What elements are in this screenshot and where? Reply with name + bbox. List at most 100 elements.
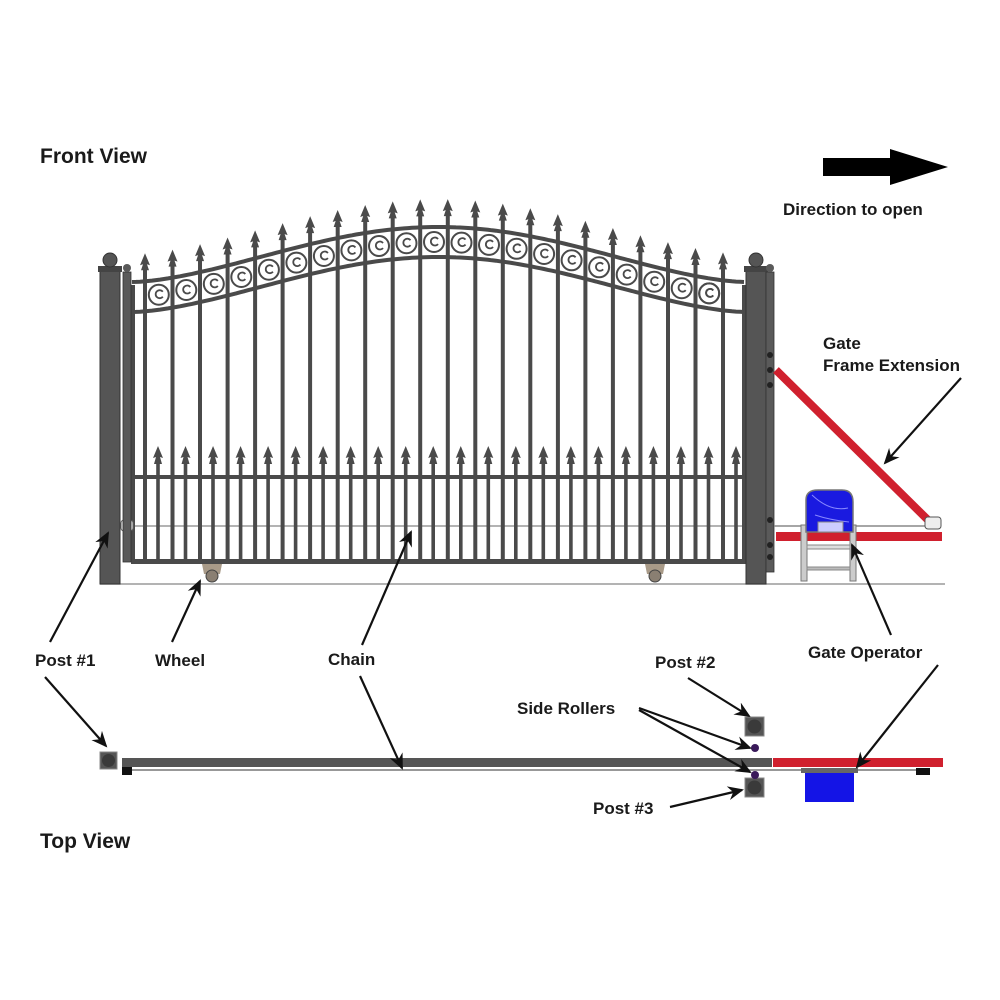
scroll-curl	[237, 271, 247, 282]
scroll-ornament	[395, 232, 418, 255]
scroll-curl	[429, 236, 439, 247]
picket-finial	[360, 205, 371, 223]
short-picket-finial	[290, 446, 301, 464]
short-picket	[156, 458, 160, 560]
frame-extension-arrow	[883, 377, 962, 465]
scroll-curl	[705, 288, 714, 298]
short-picket-finial	[620, 446, 631, 464]
gate-left-stile	[131, 285, 135, 564]
short-picket	[238, 458, 243, 560]
side-roller-upper	[751, 744, 759, 752]
short-picket	[266, 458, 270, 560]
picket-finial	[662, 242, 673, 260]
scroll-ornament	[230, 266, 253, 288]
side-rollers-label: Side Rollers	[517, 699, 615, 718]
short-picket-finial	[510, 446, 521, 464]
scroll-curl	[484, 239, 494, 250]
gate-operator-top	[805, 773, 854, 802]
post-2-label: Post #2	[655, 653, 715, 672]
tall-picket	[721, 266, 725, 560]
picket-finial	[580, 220, 591, 238]
short-picket-finial	[675, 446, 686, 464]
scroll-curl	[319, 250, 329, 261]
picket-finial	[195, 244, 206, 262]
gate-operator-label: Gate Operator	[808, 643, 923, 662]
tall-picket	[500, 217, 505, 560]
short-picket	[376, 458, 380, 560]
short-picket-finial	[565, 446, 576, 464]
post-1-front-arrow	[49, 531, 109, 643]
short-picket-finial	[455, 446, 466, 464]
post-1-top-arrow	[44, 676, 108, 748]
wheel	[648, 569, 662, 583]
short-picket	[679, 458, 683, 560]
short-picket	[706, 458, 711, 560]
short-picket	[486, 458, 491, 560]
short-picket	[541, 458, 546, 560]
chain-label: Chain	[328, 650, 375, 669]
scroll-curl	[540, 248, 549, 259]
scroll-ornament	[312, 245, 335, 267]
scroll-ornament	[588, 256, 611, 279]
short-picket-finial	[263, 446, 274, 464]
post-3-label: Post #3	[593, 799, 653, 818]
short-picket	[431, 458, 435, 560]
tall-picket	[610, 242, 615, 560]
short-picket	[624, 458, 628, 560]
picket-finial	[277, 223, 288, 241]
operator-front-arrow	[850, 543, 893, 636]
tall-picket	[198, 258, 202, 560]
short-picket-finial	[731, 446, 741, 464]
wheel-arrow	[171, 579, 201, 643]
short-picket	[321, 458, 325, 560]
scroll-ornament	[368, 235, 390, 257]
scroll-ornament	[533, 243, 556, 265]
gate-right-stile	[742, 285, 746, 564]
picket-finial	[415, 199, 426, 217]
tall-picket	[363, 219, 368, 560]
scroll-ornament	[423, 231, 445, 253]
picket-finial	[140, 253, 150, 271]
post-1-front	[98, 252, 132, 585]
picket-finial	[525, 208, 536, 226]
tall-picket	[143, 267, 147, 560]
picket-finial	[167, 249, 178, 267]
short-picket	[293, 458, 298, 560]
short-picket	[183, 458, 188, 560]
scroll-curl	[457, 237, 467, 247]
post-2-front	[744, 252, 775, 585]
leader-arrows	[44, 377, 962, 809]
tall-picket	[473, 214, 478, 560]
scroll-curl	[512, 243, 522, 254]
scroll-ornament	[175, 279, 198, 301]
picket-finial	[250, 230, 261, 248]
tall-picket	[418, 213, 423, 560]
chain-front-arrow	[360, 530, 413, 646]
picket-finial	[607, 227, 618, 245]
scroll-curl	[347, 245, 357, 255]
picket-finial	[222, 237, 233, 255]
short-picket	[348, 458, 353, 560]
arrow-right-icon	[823, 149, 948, 185]
side-roller-lower	[751, 771, 759, 779]
side-roller-lower-arrow	[638, 709, 752, 773]
short-picket-finial	[483, 446, 494, 464]
scroll-curl	[292, 257, 302, 267]
picket-finial	[387, 201, 398, 219]
frame-extension-label-line2: Frame Extension	[823, 356, 960, 375]
short-picket	[514, 458, 518, 560]
post-1-label: Post #1	[35, 651, 95, 670]
scroll-ornament	[147, 283, 170, 306]
short-picket	[734, 458, 738, 560]
bottom-rail	[131, 559, 746, 564]
wheel	[205, 569, 219, 583]
picket-finial	[635, 235, 646, 253]
wheel-bracket	[645, 564, 665, 574]
short-picket-finial	[373, 446, 384, 464]
scroll-ornament	[257, 258, 280, 281]
scroll-curl	[264, 264, 274, 275]
scroll-ornament	[670, 277, 693, 300]
scroll-curl	[595, 261, 604, 272]
picket-finial	[305, 216, 316, 234]
tall-picket	[666, 256, 670, 560]
